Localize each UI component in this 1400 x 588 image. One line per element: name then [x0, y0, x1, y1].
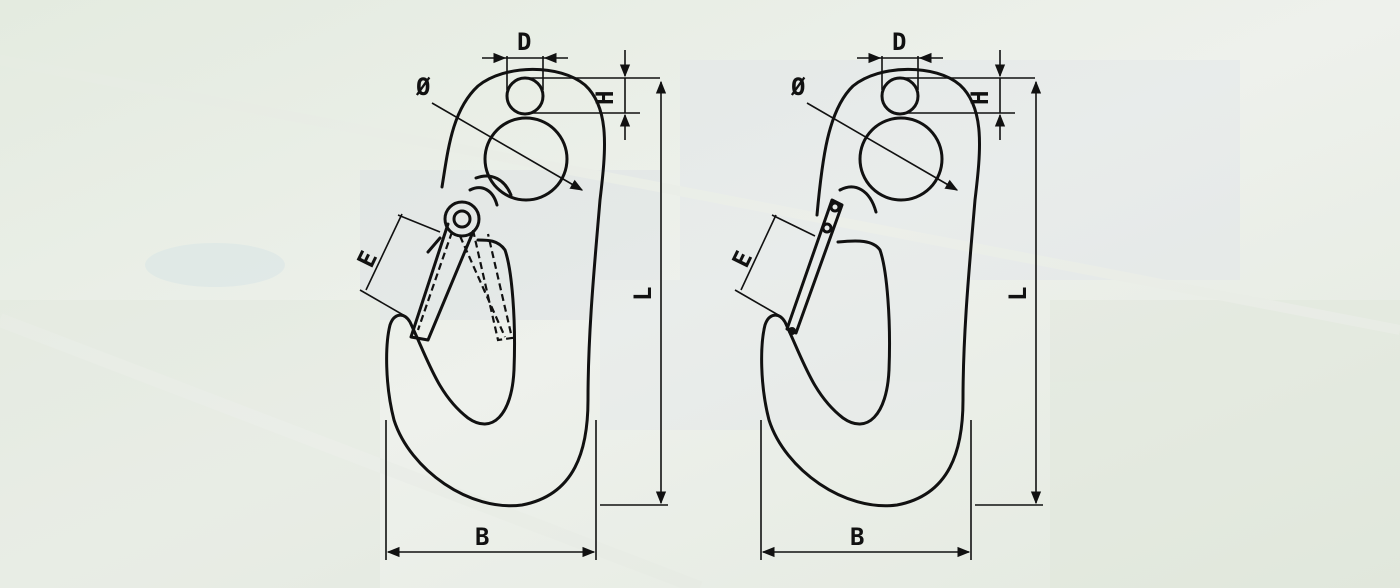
hook-right-body-outline — [760, 67, 982, 508]
hook-right-spring-arc — [838, 185, 878, 214]
hook-right-label-b: B — [850, 523, 864, 551]
hook-left-eye-small — [505, 76, 545, 116]
hook-left-label-d: D — [517, 28, 531, 56]
hook-left-label-b: B — [475, 523, 489, 551]
hook-left-label-h: H — [591, 91, 619, 105]
hook-right-latch-pin-mid — [821, 222, 833, 234]
hook-right-label-h: H — [966, 91, 994, 105]
hook-right-eye-small — [880, 76, 920, 116]
hook-left-latch-open — [416, 229, 514, 342]
hook-left-label-phi: Ø — [415, 73, 431, 101]
hook-right-label-l: L — [1004, 287, 1032, 301]
hook-right-label-e: E — [727, 247, 759, 272]
hook-right-label-phi: Ø — [790, 73, 806, 101]
hook-left: D H Ø E L B — [352, 28, 668, 560]
hook-left-eye-large — [483, 116, 569, 202]
hook-right-eye-large — [858, 116, 944, 202]
hook-left-latch-closed — [409, 222, 475, 342]
hook-left-spring-arc-outer — [474, 174, 513, 197]
hook-left-label-e: E — [352, 247, 384, 272]
hook-left-label-l: L — [629, 287, 657, 301]
hook-right-latch-tip — [788, 327, 796, 335]
hook-right-latch-pin-top — [829, 201, 841, 213]
hook-left-spring-arc — [468, 186, 499, 207]
hook-right: D H Ø E L B — [727, 28, 1043, 560]
hook-right-latch — [785, 198, 844, 335]
hook-left-body-outline — [385, 67, 607, 508]
hook-left-latch-pivot-inner — [452, 209, 472, 229]
hook-right-label-d: D — [892, 28, 906, 56]
hook-left-latch-pivot-outer — [443, 200, 481, 238]
